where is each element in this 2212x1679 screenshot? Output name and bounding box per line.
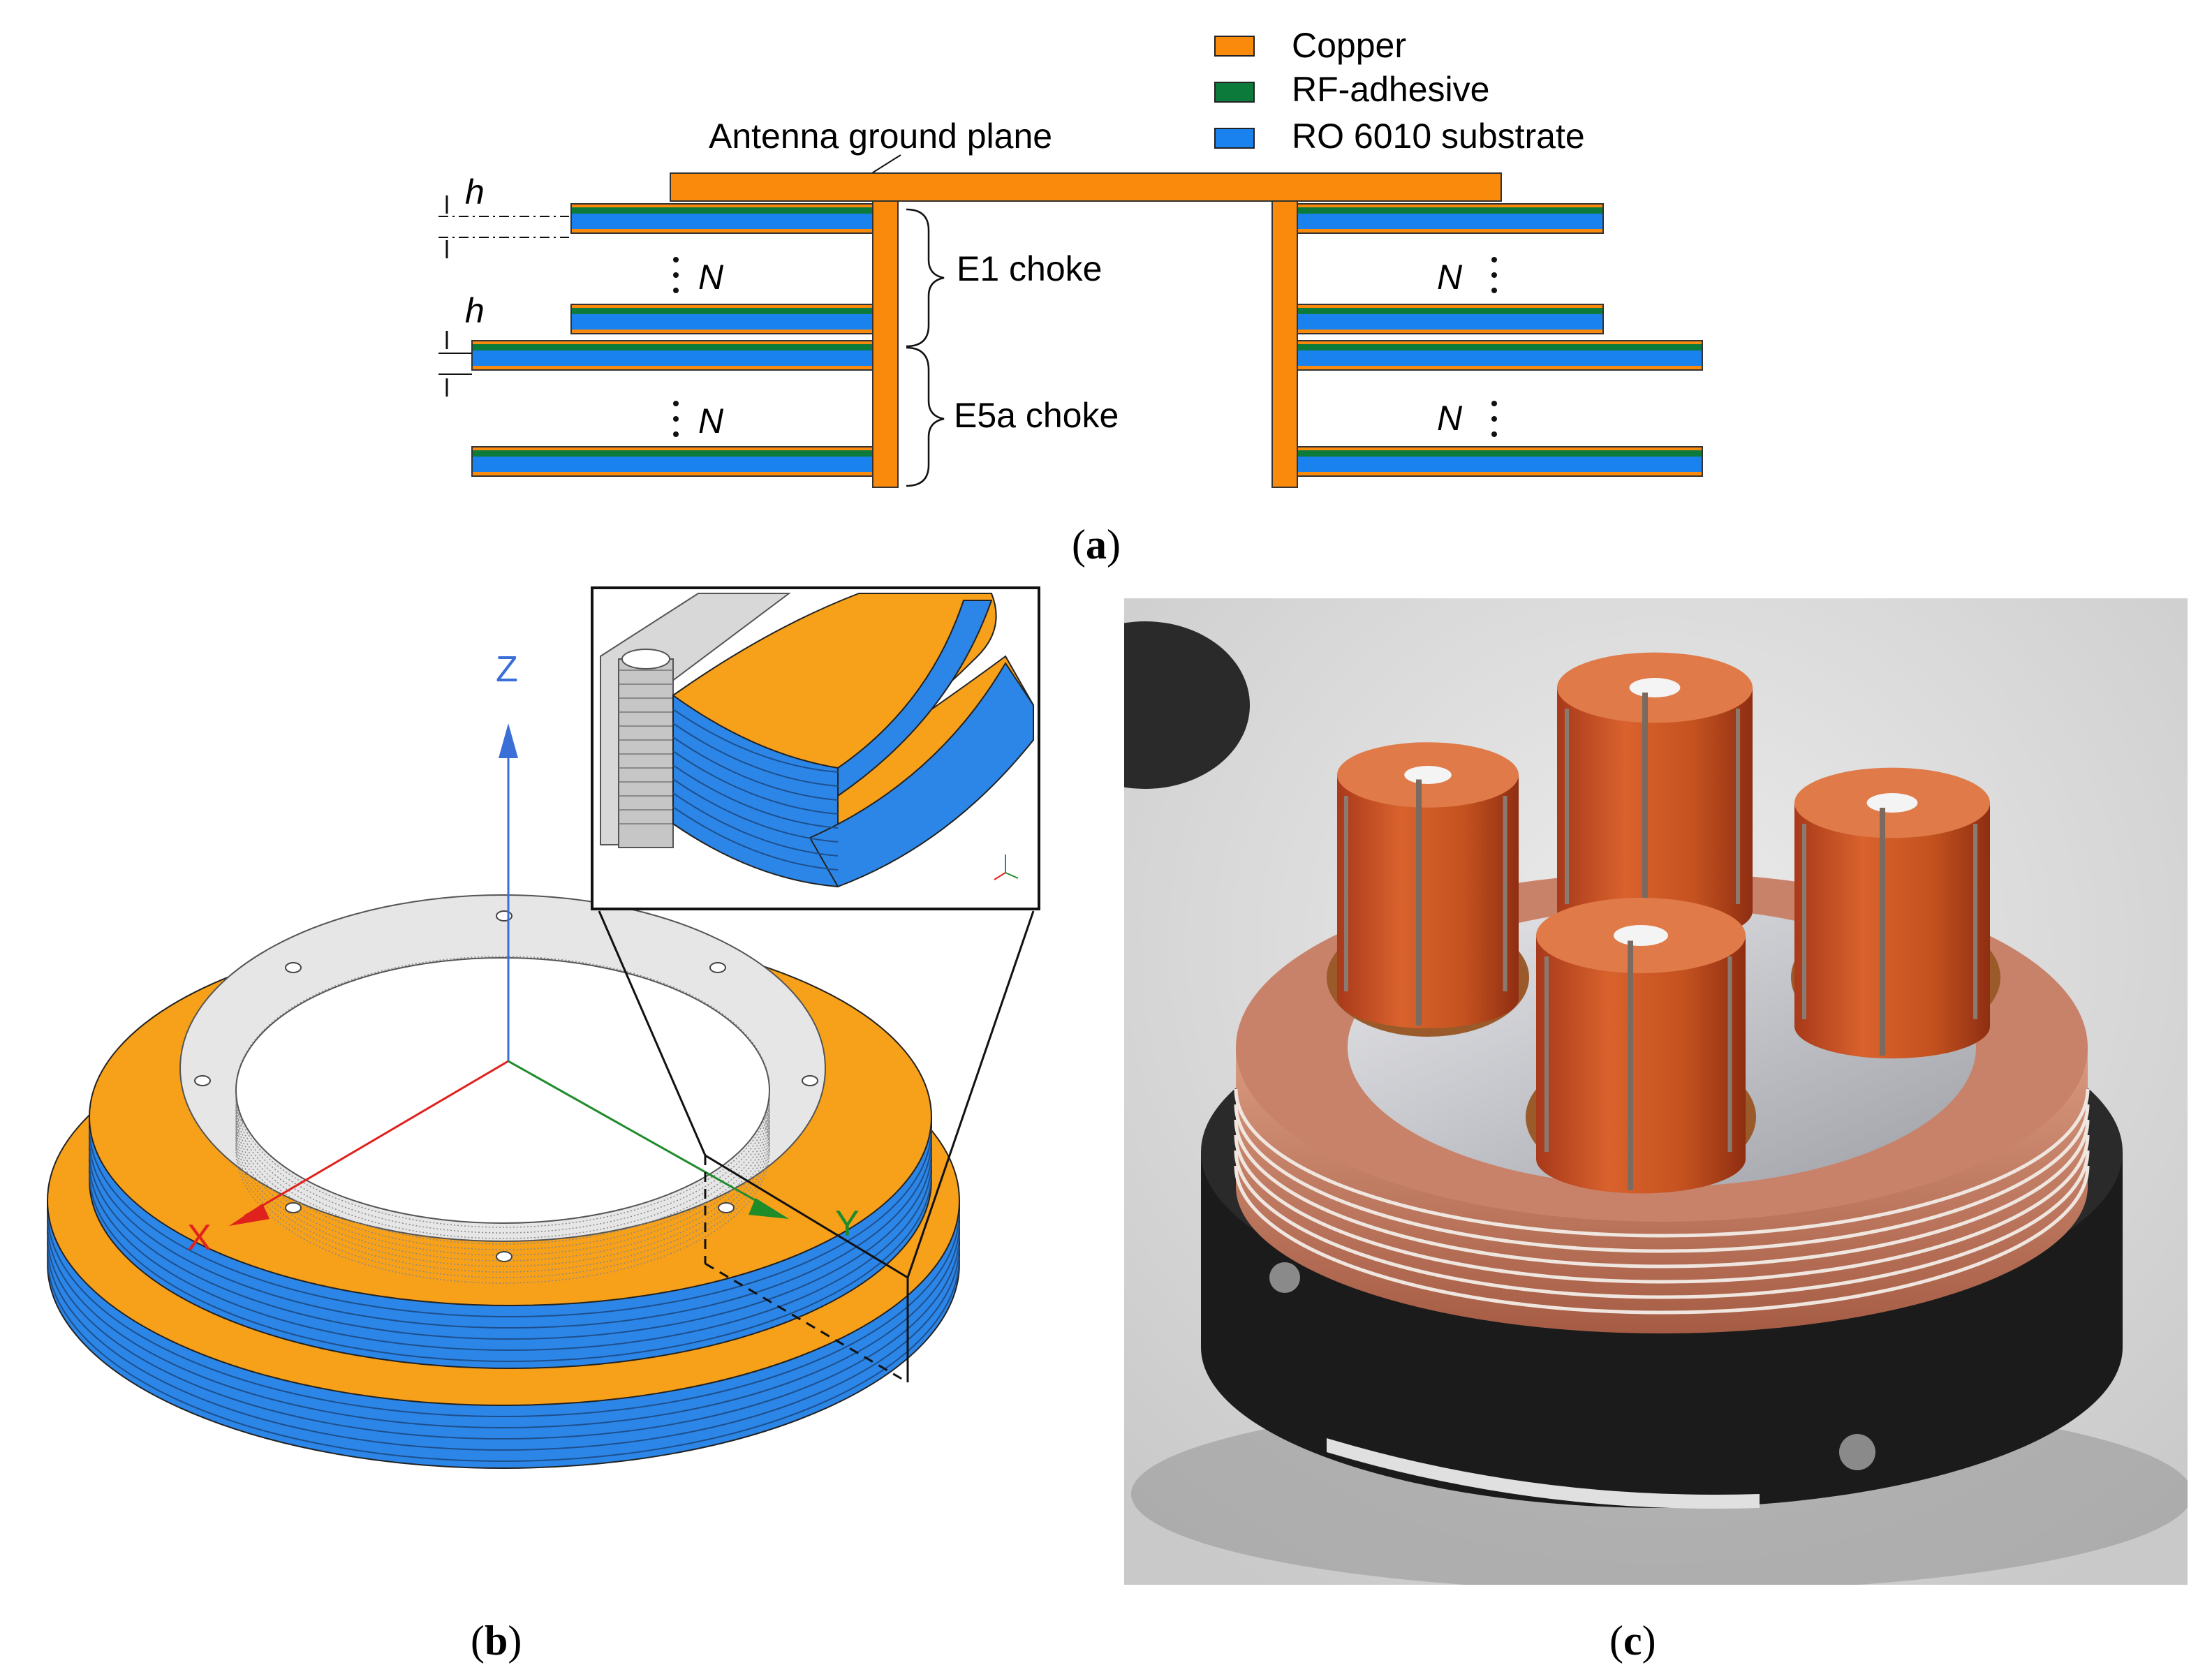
stack-left-e5a-bottom	[471, 446, 873, 477]
panel-a-cross-section: Copper RF-adhesive RO 6010 substrate Ant…	[438, 26, 1703, 568]
photo-cylinder-front	[1536, 898, 1746, 1194]
inset-substrate-edge-2	[809, 662, 1034, 888]
inset-layer-lines	[672, 709, 839, 871]
choke-layer-stacks	[471, 203, 1703, 477]
x-axis-label: X	[187, 1218, 212, 1258]
photo-screw-1	[1839, 1434, 1875, 1470]
zoom-indicator	[598, 910, 1035, 1384]
n-marker-right-top: N	[1437, 257, 1497, 297]
inner-opening	[235, 957, 770, 1224]
legend-label-rf-adhesive: RF-adhesive	[1292, 70, 1489, 109]
h-label-bottom: h	[465, 291, 485, 330]
ground-plane-label: Antenna ground plane	[709, 117, 1052, 156]
n-marker-right-bottom: N	[1437, 399, 1497, 438]
brace-e5a	[906, 346, 945, 487]
legend-swatch-substrate	[1214, 128, 1255, 149]
photo-cylinder-right	[1794, 767, 1990, 1059]
x-axis-line	[244, 1060, 509, 1218]
legend-swatch-copper	[1214, 36, 1255, 57]
photo-bowl	[1124, 621, 1250, 789]
svg-text:N: N	[1437, 258, 1463, 297]
caption-c-outside: (c)	[1609, 1618, 1656, 1664]
upper-stripes-layers	[89, 1127, 932, 1362]
stack-left-e5a-top	[471, 340, 873, 371]
stack-right-e1-top	[1297, 203, 1604, 234]
photo-ring-layers	[1234, 1088, 2090, 1315]
e1-choke-label: E1 choke	[957, 249, 1102, 288]
photo-cylinder-left	[1337, 742, 1519, 1028]
z-axis-arrow	[499, 723, 518, 758]
inset-axes-icon	[994, 855, 1019, 880]
photo-label-strip	[1327, 1438, 1760, 1509]
left-post	[872, 200, 899, 488]
legend-label-copper: Copper	[1292, 26, 1406, 65]
photo-screw-2	[1269, 1262, 1300, 1293]
inset-substrate-edge-1	[837, 600, 993, 797]
svg-text:N: N	[698, 258, 724, 297]
z-axis-label: Z	[496, 649, 518, 690]
stack-left-e1-top	[570, 203, 873, 234]
ground-plane	[670, 172, 1502, 202]
inset-gray-wall	[618, 658, 674, 848]
brace-e1	[906, 208, 945, 348]
stack-right-e1-bottom	[1297, 304, 1604, 334]
panel-b-3d-model: Z X Y	[47, 586, 1040, 1664]
legend-swatch-rf-adhesive	[1214, 82, 1255, 103]
x-axis-arrow	[229, 1204, 270, 1226]
legend-label-substrate: RO 6010 substrate	[1292, 117, 1585, 156]
svg-text:N: N	[698, 401, 724, 441]
y-axis-arrow	[749, 1198, 789, 1219]
y-axis-label: Y	[835, 1204, 860, 1244]
stack-left-e1-bottom	[570, 304, 873, 334]
right-post	[1271, 200, 1298, 488]
h-label-top: h	[465, 172, 485, 212]
caption-a: (a)	[1072, 522, 1121, 568]
stack-right-e5a-top	[1297, 340, 1703, 371]
y-axis-line	[508, 1060, 774, 1212]
stack-right-e5a-bottom	[1297, 446, 1703, 477]
zoom-inset	[591, 586, 1040, 910]
e5a-choke-label: E5a choke	[954, 396, 1119, 435]
photo-cylinder-back	[1557, 652, 1753, 944]
bolt-holes	[194, 910, 818, 1262]
svg-text:N: N	[1437, 399, 1463, 438]
inset-gray-layers	[619, 670, 673, 824]
caption-b: (b)	[471, 1618, 522, 1664]
lower-stripes-layers	[47, 1211, 960, 1462]
legend: Copper RF-adhesive RO 6010 substrate	[1214, 26, 1585, 156]
inset-hole	[621, 649, 670, 670]
n-marker-left-bottom: N	[673, 401, 724, 441]
panel-c-photo: (c)	[1124, 598, 2188, 1585]
n-marker-left-top: N	[673, 257, 724, 297]
